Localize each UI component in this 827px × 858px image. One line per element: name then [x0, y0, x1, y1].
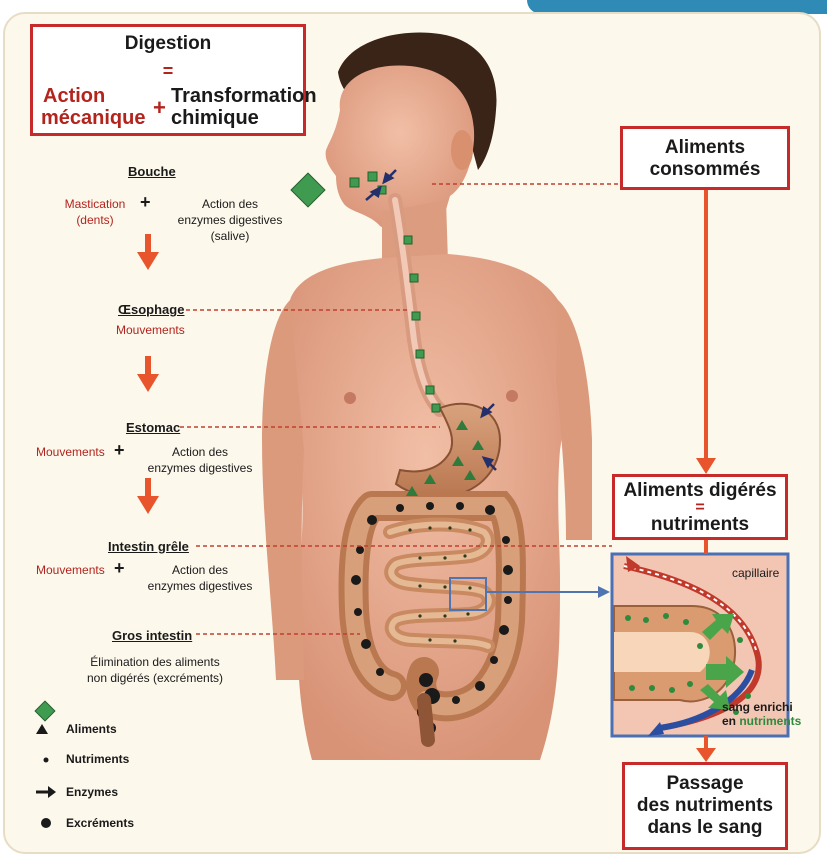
estomac-enzymes: Action des enzymes digestives — [130, 444, 270, 476]
mechanical-action-line1: Action — [43, 85, 105, 108]
passage-line3: dans le sang — [625, 817, 785, 839]
legend-nutriments: Nutriments — [66, 752, 129, 766]
sang-line2-prefix: en — [722, 714, 739, 728]
sang-enrichi-label: sang enrichi en nutriments — [722, 700, 801, 728]
aliments-line2: consommés — [623, 159, 787, 181]
digeres-line1: Aliments digérés — [615, 481, 785, 501]
legend-excrements: Excréments — [66, 816, 134, 830]
nipple-right — [506, 390, 518, 402]
stage-title-oesophage: Œsophage — [118, 302, 184, 317]
bouche-mech-line1: Mastication — [60, 196, 130, 212]
bouche-chem-line2: enzymes digestives — [160, 212, 300, 228]
passage-line2: des nutriments — [625, 795, 785, 817]
bouche-mastication: Mastication (dents) — [60, 196, 130, 228]
passage-nutriments-box: Passage des nutriments dans le sang — [622, 762, 788, 850]
passage-line1: Passage — [625, 773, 785, 795]
mechanical-action-line2: mécanique — [41, 107, 145, 130]
estomac-mouvements: Mouvements — [36, 444, 105, 460]
estomac-chem-line2: enzymes digestives — [130, 460, 270, 476]
ear — [451, 130, 473, 170]
intestin-grele-mouvements: Mouvements — [36, 562, 105, 578]
legend-enzymes: Enzymes — [66, 785, 118, 799]
gros-intestin-line2: non digérés (excréments) — [60, 670, 250, 686]
bouche-plus: + — [140, 192, 151, 213]
bouche-mech-line2: (dents) — [60, 212, 130, 228]
digeres-line2: nutriments — [615, 515, 785, 535]
intestin-grele-enzymes: Action des enzymes digestives — [130, 562, 270, 594]
bouche-enzymes: Action des enzymes digestives (salive) — [160, 196, 300, 244]
nipple-left — [344, 392, 356, 404]
estomac-plus: + — [114, 440, 125, 461]
stage-title-intestin-grele: Intestin grêle — [108, 539, 189, 554]
chemical-transformation-line2: chimique — [171, 107, 259, 130]
legend-icons — [35, 701, 56, 828]
stage-title-estomac: Estomac — [126, 420, 180, 435]
estomac-chem-line1: Action des — [130, 444, 270, 460]
digestion-title: Digestion — [33, 33, 303, 55]
rectum — [424, 700, 428, 740]
digestion-definition-box: Digestion = Action mécanique + Transform… — [30, 24, 306, 136]
right-arm — [556, 300, 592, 540]
aliments-digeres-box: Aliments digérés = nutriments — [612, 474, 788, 540]
digestion-equals: = — [33, 61, 303, 82]
intestin-grele-chem-line1: Action des — [130, 562, 270, 578]
capillaire-label: capillaire — [732, 566, 779, 580]
bouche-chem-line3: (salive) — [160, 228, 300, 244]
aliments-consommes-box: Aliments consommés — [620, 126, 790, 190]
intestin-grele-plus: + — [114, 558, 125, 579]
digeres-equals: = — [615, 501, 785, 515]
stage-title-bouche: Bouche — [128, 164, 176, 179]
gros-intestin-elimination: Élimination des aliments non digérés (ex… — [60, 654, 250, 686]
bouche-chem-line1: Action des — [160, 196, 300, 212]
gros-intestin-line1: Élimination des aliments — [60, 654, 250, 670]
chemical-transformation-line1: Transformation — [171, 85, 317, 108]
sang-line2-nutriments: nutriments — [739, 714, 801, 728]
aliments-line1: Aliments — [623, 137, 787, 159]
sang-line1: sang enrichi — [722, 700, 801, 714]
oesophage-mouvements: Mouvements — [116, 322, 185, 338]
intestin-grele-chem-line2: enzymes digestives — [130, 578, 270, 594]
stage-title-gros-intestin: Gros intestin — [112, 628, 192, 643]
legend-aliments: Aliments — [66, 722, 117, 736]
header-plus: + — [153, 95, 166, 121]
